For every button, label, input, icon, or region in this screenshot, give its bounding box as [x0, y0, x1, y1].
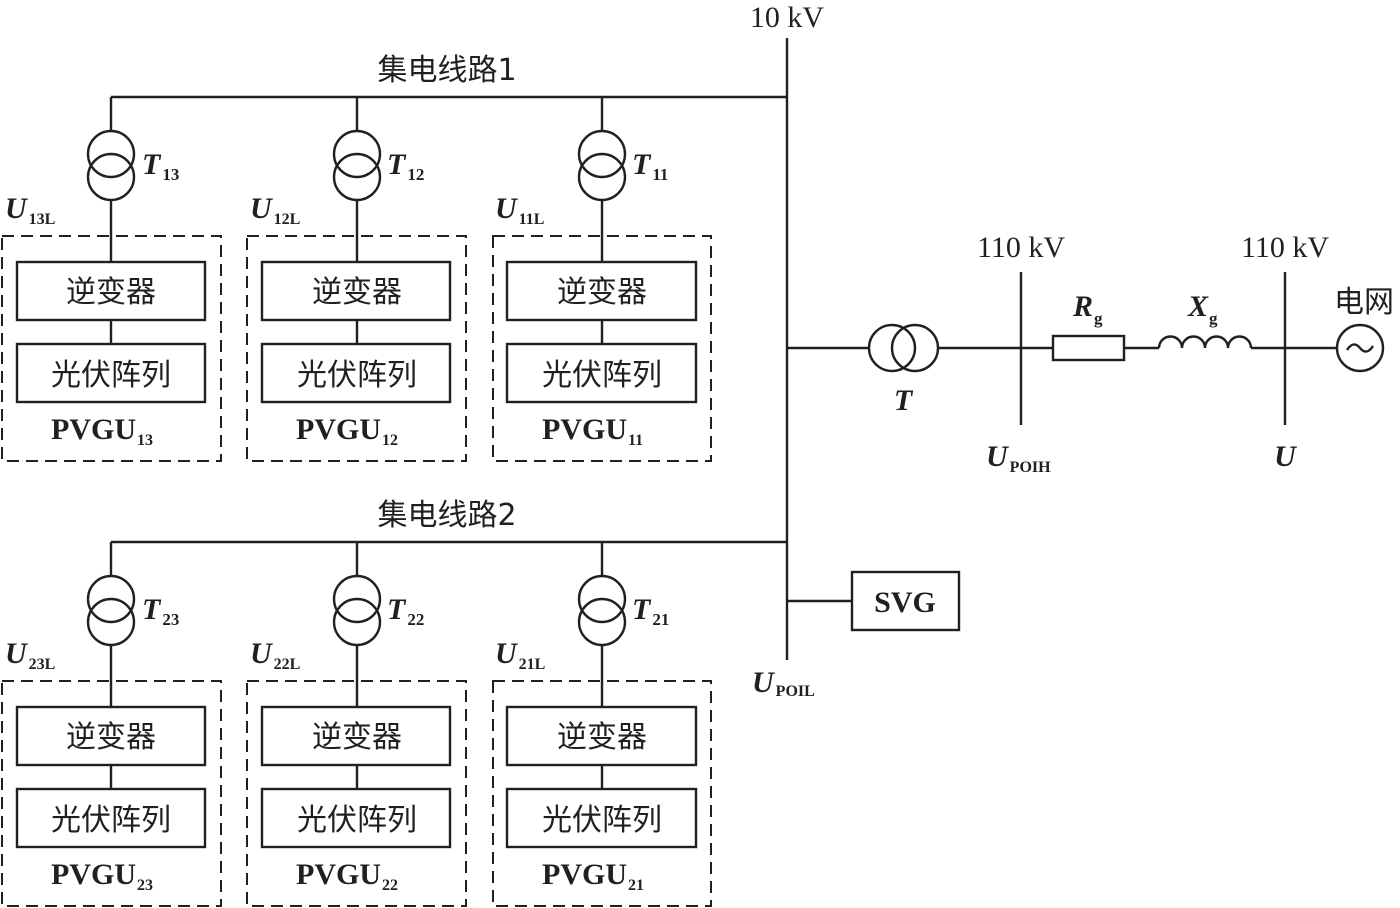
bus-poih-voltage-label: 110 kV: [977, 231, 1065, 264]
ac-source-icon: [1335, 323, 1385, 373]
bus-grid-voltage-label: 110 kV: [1241, 231, 1329, 264]
inverter-box: [505, 260, 698, 322]
inverter-label: 逆变器: [557, 720, 647, 755]
grid-resistor-icon: [1051, 334, 1126, 362]
pv-array-label: 光伏阵列: [51, 358, 171, 393]
pvgu-boundary: [246, 680, 467, 907]
pv-array-label: 光伏阵列: [297, 803, 417, 838]
transformer-winding-icon: [332, 574, 382, 624]
inverter-label: 逆变器: [312, 275, 402, 310]
inverter-label: 逆变器: [557, 275, 647, 310]
pv-array-label: 光伏阵列: [542, 803, 662, 838]
pv-array-label: 光伏阵列: [51, 803, 171, 838]
svg-compensator: SVG: [787, 570, 961, 632]
pvgu-label: PVGU23: [51, 858, 153, 894]
ac-wave-icon: [1345, 343, 1375, 353]
transformer-winding-icon: [332, 129, 382, 179]
grid-resistor-label: Rg: [1072, 290, 1103, 328]
inverter-box: [15, 260, 207, 322]
node-upoil-symbol: U: [752, 666, 775, 699]
grid-reactance-label: Xg: [1187, 290, 1218, 328]
svg-box: [850, 570, 961, 632]
grid-inductor-icon: [1157, 335, 1253, 349]
main-transformer-winding-icon: [867, 323, 917, 373]
inverter-label: 逆变器: [66, 720, 156, 755]
pvgu-boundary: [1, 235, 222, 462]
pv-array-box: [260, 342, 452, 404]
transformer-winding-icon: [577, 574, 627, 624]
grid-label: 电网: [1334, 285, 1394, 320]
pvgu-label: PVGU11: [542, 413, 643, 449]
pv-array-box: [260, 787, 452, 849]
pvgu-boundary: [246, 235, 467, 462]
feeder-2-label: 集电线路2: [377, 498, 516, 533]
inverter-box: [260, 260, 452, 322]
transformer-winding-icon: [577, 129, 627, 179]
pvgu-boundary: [492, 235, 712, 462]
main-transformer-label: T: [894, 384, 914, 417]
transformer-winding-icon: [86, 129, 136, 179]
pv-array-box: [15, 787, 207, 849]
pvgu-label: PVGU12: [296, 413, 398, 449]
bus-10kv-voltage-label: 10 kV: [750, 1, 825, 34]
pvgu-label: PVGU22: [296, 858, 398, 894]
inverter-label: 逆变器: [312, 720, 402, 755]
pvgu-boundary: [1, 680, 222, 907]
node-u-label: U: [1274, 440, 1297, 473]
node-upoil-sub: POIL: [776, 683, 815, 700]
pvgu-label: PVGU13: [51, 413, 153, 449]
inverter-label: 逆变器: [66, 275, 156, 310]
transformer-winding-icon: [86, 574, 136, 624]
pv-array-box: [505, 787, 698, 849]
pvgu-label: PVGU21: [542, 858, 644, 894]
pvgu-boundary: [492, 680, 712, 907]
feeder-1-label: 集电线路1: [377, 53, 516, 88]
svg-label: SVG: [874, 586, 936, 619]
pv-array-box: [15, 342, 207, 404]
pv-array-label: 光伏阵列: [297, 358, 417, 393]
pv-array-label: 光伏阵列: [542, 358, 662, 393]
pv-array-box: [505, 342, 698, 404]
